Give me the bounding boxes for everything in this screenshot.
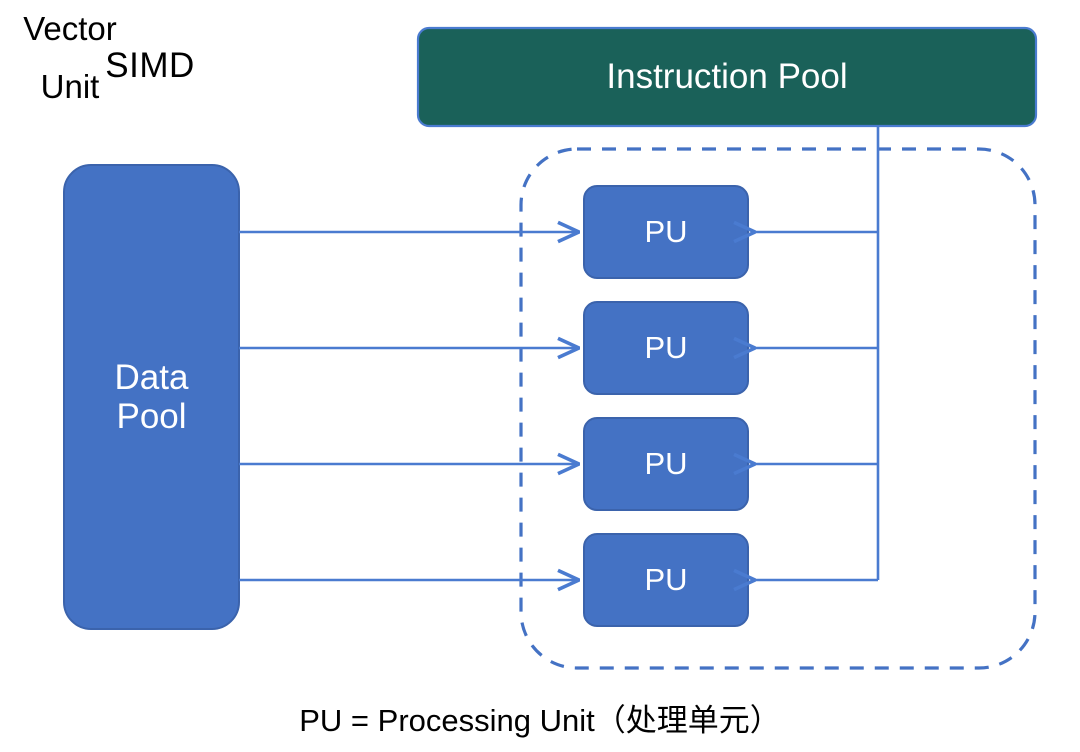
vector-unit-label: Vector Unit [0,0,140,116]
vector-unit-label-line1: Vector [23,10,117,47]
diagram-caption: PU = Processing Unit（处理单元） [299,703,781,738]
pu-box-4[interactable] [583,533,749,627]
vector-unit-label-line2: Unit [40,67,100,105]
pu-box-2[interactable] [583,301,749,395]
data-pool-box[interactable] [63,164,240,630]
page-title: SIMD [105,46,195,85]
pu-box-1[interactable] [583,185,749,279]
pu-box-3[interactable] [583,417,749,511]
vector-unit-dashed-boundary [519,147,1037,670]
instruction-pool-box[interactable] [416,26,1038,128]
